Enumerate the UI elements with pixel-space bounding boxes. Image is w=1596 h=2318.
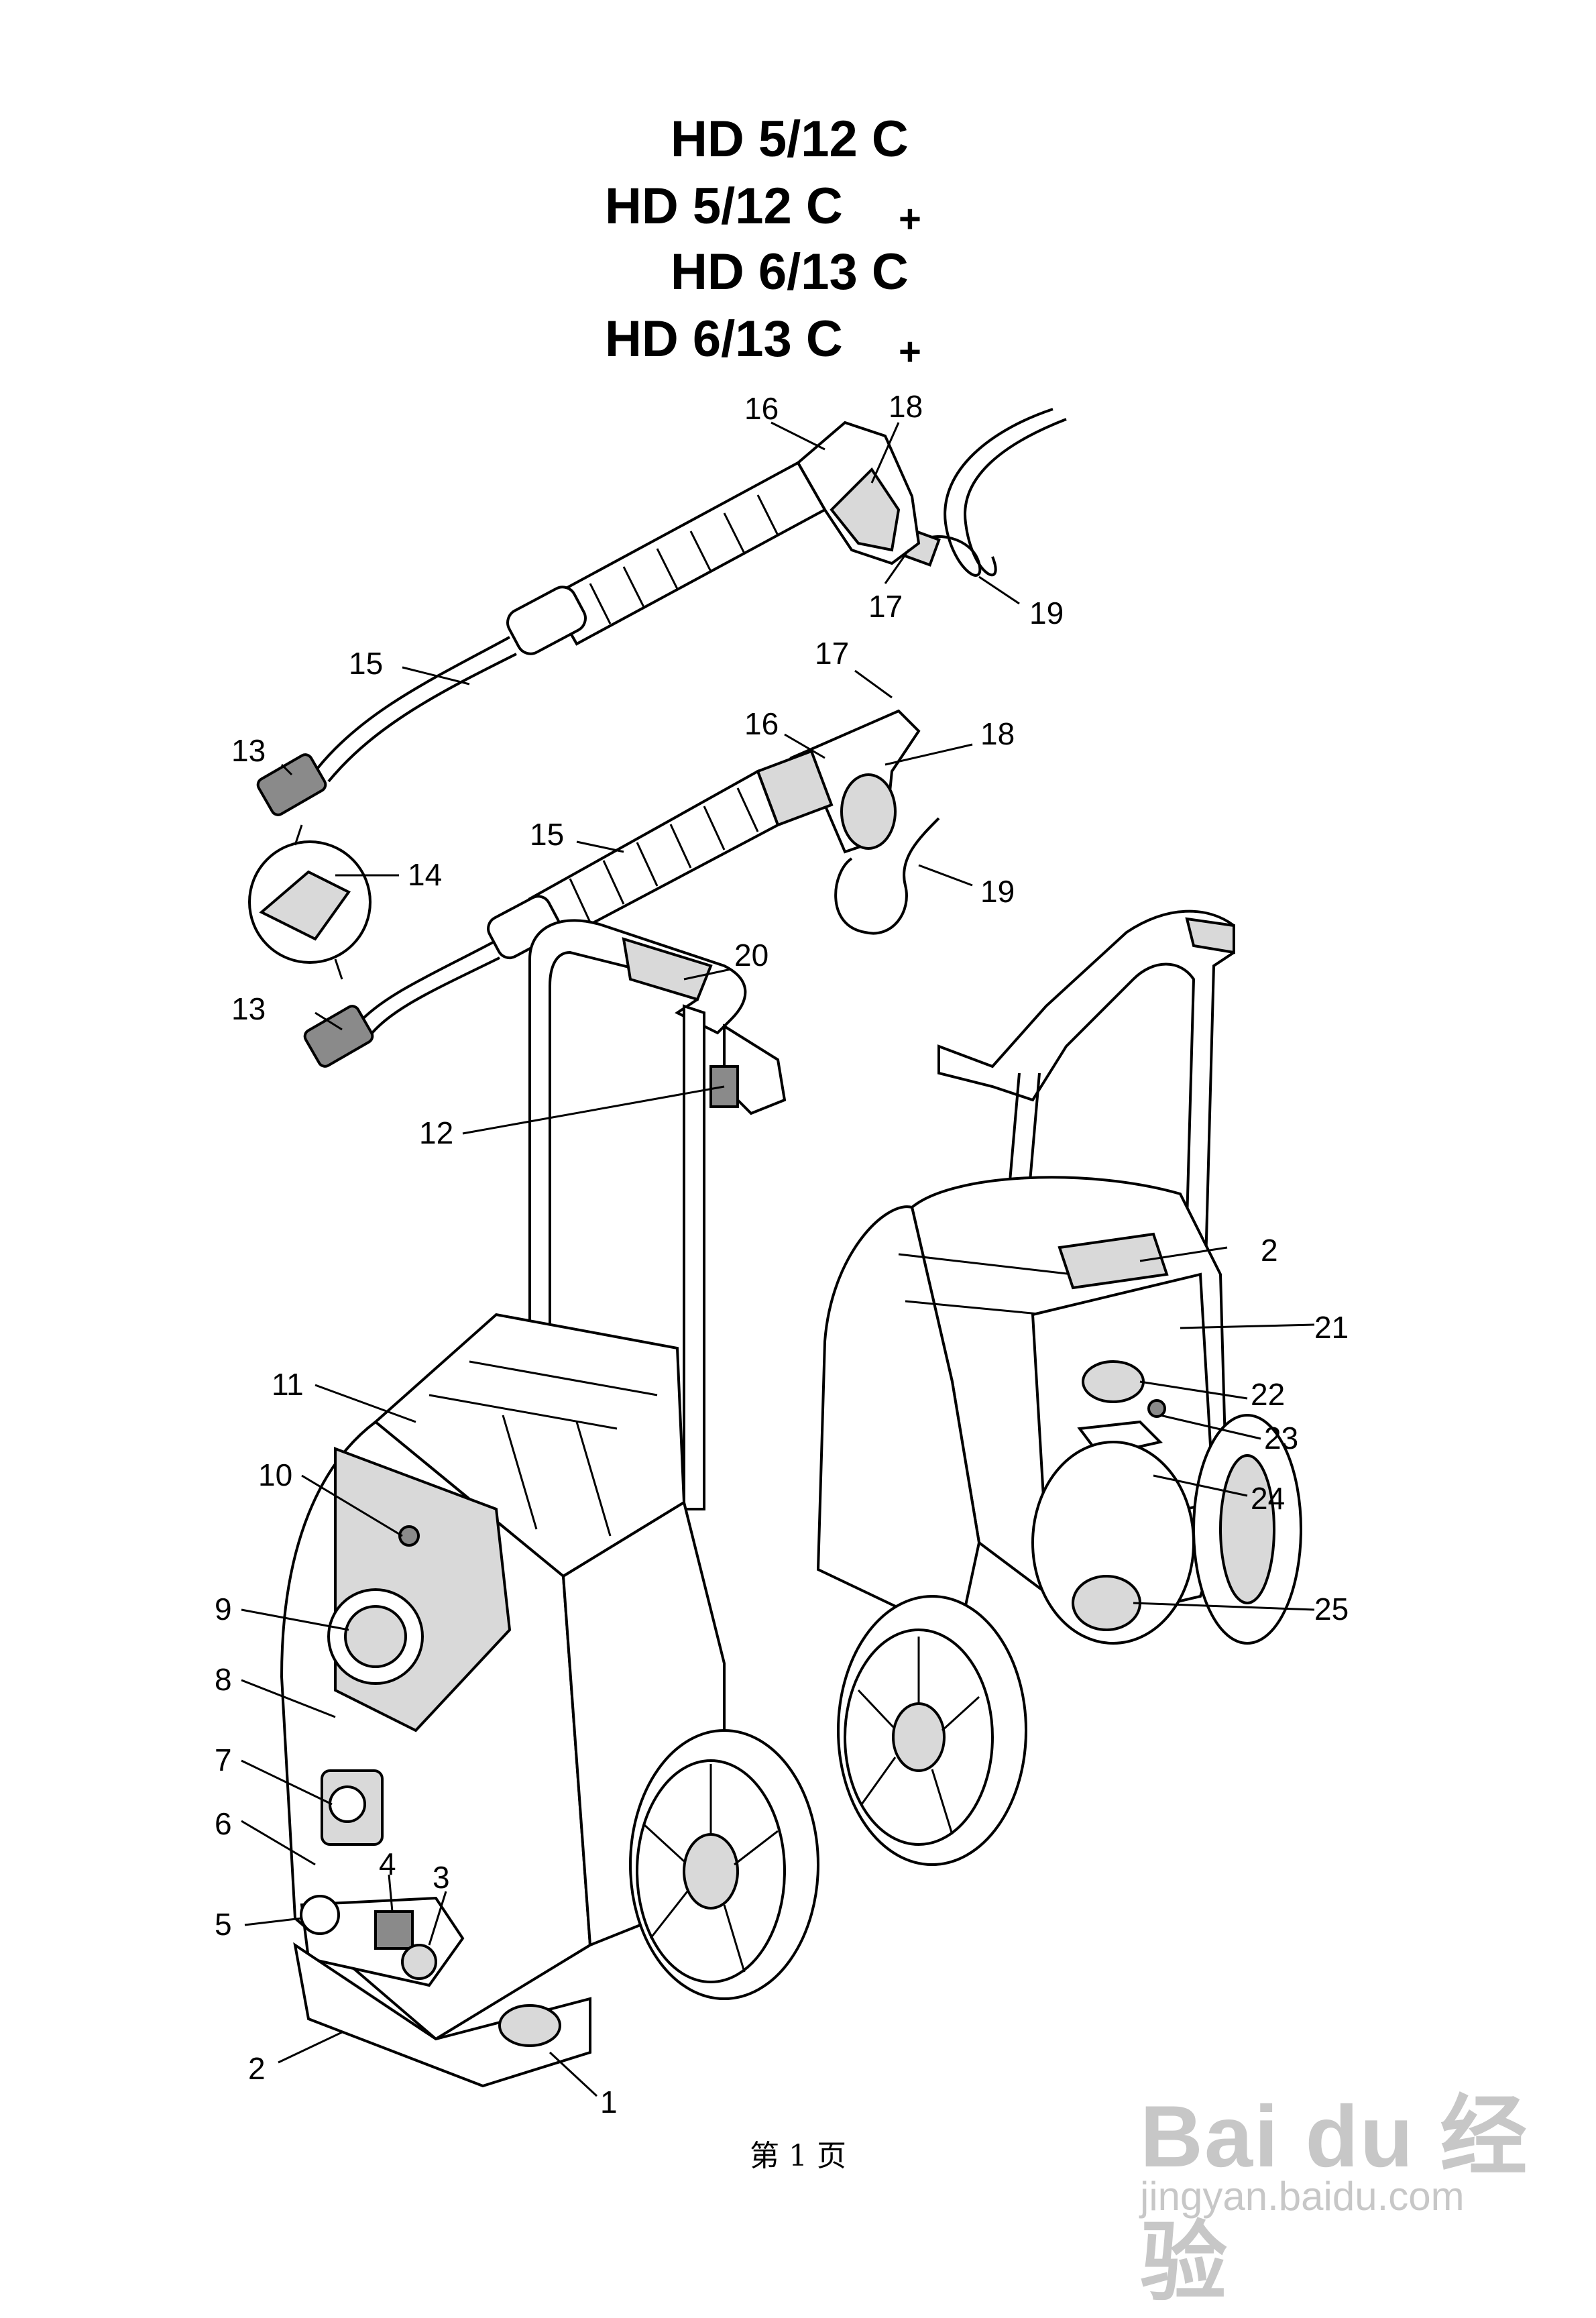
callout-2-front: 2 <box>248 2051 266 2086</box>
callout-12: 12 <box>419 1115 453 1150</box>
callout-18-top: 18 <box>889 389 923 424</box>
callout-14: 14 <box>408 857 442 892</box>
callout-16-top: 16 <box>744 391 779 426</box>
callout-17-bottom: 17 <box>815 636 849 671</box>
callout-21: 21 <box>1314 1310 1349 1345</box>
callout-leaders <box>241 421 1315 2097</box>
callout-7: 7 <box>215 1743 232 1777</box>
callout-16-bottom: 16 <box>744 706 779 741</box>
callout-10: 10 <box>258 1457 292 1492</box>
callout-8: 8 <box>215 1662 232 1697</box>
callout-20: 20 <box>734 938 768 973</box>
callout-15-top: 15 <box>349 646 383 681</box>
callout-11: 11 <box>272 1367 304 1402</box>
callout-4: 4 <box>379 1846 396 1881</box>
callout-24: 24 <box>1251 1481 1285 1516</box>
callout-19-top: 19 <box>1029 596 1064 630</box>
callout-23: 23 <box>1264 1421 1298 1455</box>
model-title-3: HD 6/13 C <box>671 243 909 300</box>
callout-3: 3 <box>433 1860 450 1895</box>
callout-9: 9 <box>215 1592 232 1626</box>
parts-diagram: 16 18 17 19 15 13 17 16 18 19 15 14 13 2… <box>215 389 1349 2119</box>
model-title-2-plus: + <box>899 197 921 241</box>
callout-13-top: 13 <box>231 733 266 768</box>
page-footer: 第 1 页 <box>750 2139 846 2173</box>
callout-numbers: 16 18 17 19 15 13 17 16 18 19 15 14 13 2… <box>215 389 1349 2119</box>
callout-15-bottom: 15 <box>530 817 564 852</box>
callout-13-bottom: 13 <box>231 991 266 1026</box>
model-title-4-plus: + <box>899 330 921 374</box>
machine-rear-view <box>816 909 1302 1866</box>
machine-front-view <box>280 919 819 2088</box>
callout-17-top: 17 <box>868 589 903 624</box>
watermark-url: jingyan.baidu.com <box>1140 2174 1465 2219</box>
model-title-1: HD 5/12 C <box>671 111 909 168</box>
callout-2-rear: 2 <box>1261 1233 1278 1268</box>
model-title-4: HD 6/13 C <box>605 311 843 368</box>
callout-22: 22 <box>1251 1377 1285 1412</box>
callout-25: 25 <box>1314 1592 1349 1626</box>
callout-1: 1 <box>600 2085 618 2119</box>
callout-18-bottom: 18 <box>980 716 1015 751</box>
callout-6: 6 <box>215 1806 232 1841</box>
callout-19-bottom: 19 <box>980 874 1015 909</box>
spray-gun-bottom <box>248 709 940 1068</box>
spray-gun-top <box>256 408 1067 816</box>
model-title-2: HD 5/12 C <box>605 178 843 235</box>
callout-5: 5 <box>215 1907 232 1942</box>
